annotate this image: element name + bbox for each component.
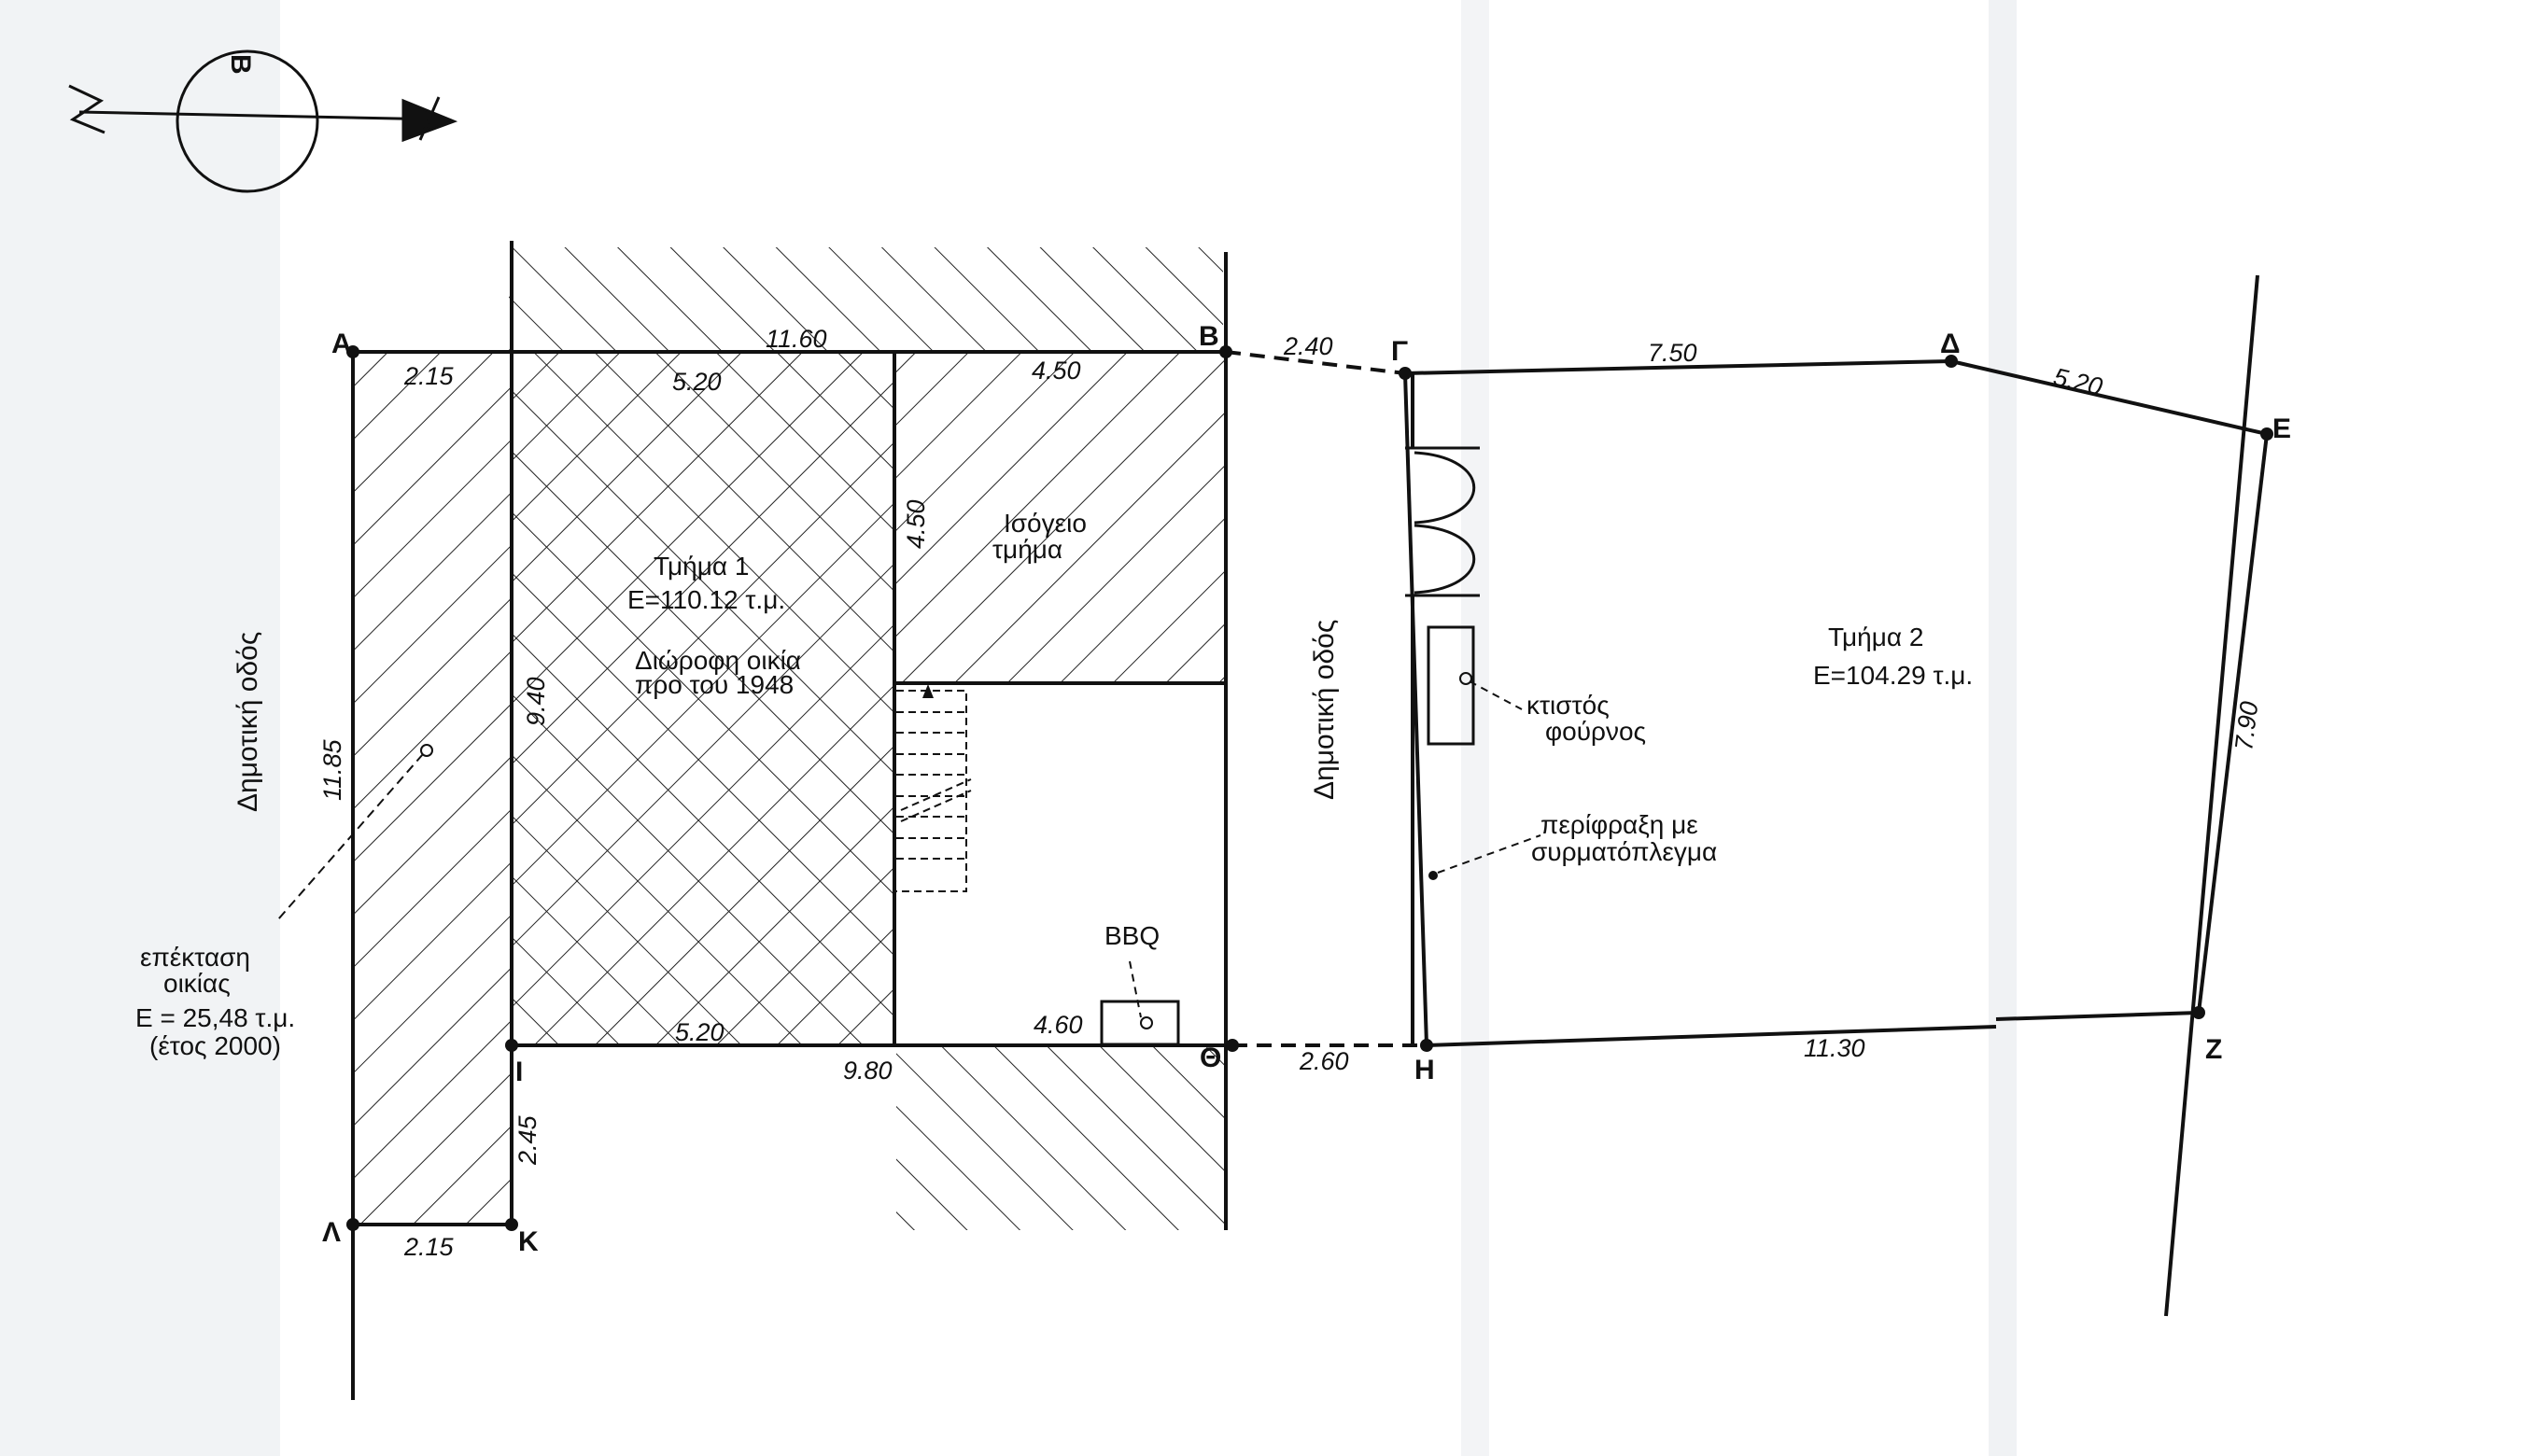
point-A: Α: [331, 329, 352, 359]
point-H: Η: [1414, 1055, 1435, 1085]
point-K: Κ: [518, 1226, 539, 1257]
oven-box: [1427, 625, 1475, 746]
house-area: [512, 352, 894, 1045]
extension-label-4: (έτος 2000): [149, 1031, 281, 1060]
point-I: Ι: [515, 1057, 523, 1087]
road-left-label: Δημοτική οδός: [232, 632, 263, 812]
dim-ab-total: 11.60: [766, 325, 827, 353]
point-B: Β: [1199, 321, 1219, 352]
dim-top-mid: 5.20: [672, 368, 722, 396]
point-D: Δ: [1940, 329, 1961, 359]
fence-label-1: περίφραξη με: [1540, 810, 1698, 839]
dim-de: 5.20: [2051, 363, 2105, 401]
stair-arrow-icon: [922, 684, 934, 698]
dim-top-right: 4.50: [1032, 357, 1081, 385]
corner-points: [346, 345, 2273, 1231]
point-L: Λ: [322, 1217, 341, 1248]
part1-desc: Διώροφη οικία: [635, 646, 801, 675]
gate: [1405, 446, 1480, 597]
road-middle-label: Δημοτική οδός: [1309, 620, 1340, 800]
extension-label-1: επέκταση: [140, 943, 250, 972]
ground-floor-area: [894, 352, 1226, 683]
bbq-label: BBQ: [1104, 921, 1160, 950]
point-TH: Θ: [1200, 1043, 1221, 1073]
dim-house-height: 9.40: [522, 677, 550, 726]
oven-label-2: φούρνος: [1545, 717, 1646, 746]
extension-area: [353, 352, 512, 1225]
point-E: Ε: [2272, 413, 2291, 444]
paper-folds: [0, 0, 2017, 1456]
street-hatch-top: [509, 247, 1223, 352]
dim-ez: 7.90: [2230, 700, 2263, 752]
ground-sub: τμήμα: [992, 535, 1062, 564]
point-Z: Ζ: [2205, 1034, 2222, 1065]
part1-title: Τμήμα 1: [654, 552, 749, 581]
plot-outline: [351, 241, 2269, 1400]
staircase: [896, 690, 972, 892]
dim-bottom-mid: 5.20: [675, 1018, 724, 1046]
ground-title: Ισόγειο: [1004, 509, 1087, 538]
dim-ground-height: 4.50: [902, 499, 930, 549]
part2-title: Τμήμα 2: [1828, 623, 1923, 651]
dim-bbq-width: 4.60: [1034, 1011, 1083, 1039]
dim-bc: 2.40: [1283, 332, 1333, 360]
street-hatch-bottom: [896, 1045, 1228, 1230]
dim-ik: 2.45: [513, 1114, 542, 1166]
dim-al-total: 11.85: [318, 738, 346, 801]
extension-label-2: οικίας: [163, 969, 231, 998]
oven-label-1: κτιστός: [1526, 691, 1610, 720]
part2-area: Ε=104.29 τ.μ.: [1813, 661, 1973, 690]
fence-label-2: συρματόπλεγμα: [1531, 837, 1717, 866]
north-letter: Β: [225, 54, 256, 75]
dim-hz: 11.30: [1804, 1034, 1865, 1062]
extension-label-3: Ε = 25,48 τ.μ.: [135, 1003, 295, 1032]
part1-year: προ του 1948: [635, 670, 794, 699]
dim-a-left: 2.15: [403, 362, 455, 390]
dim-kl: 2.15: [403, 1233, 455, 1261]
dim-bottom-total: 9.80: [843, 1057, 893, 1085]
part1-area: Ε=110.12 τ.μ.: [627, 585, 785, 614]
dim-thh: 2.60: [1299, 1047, 1349, 1075]
point-C: Γ: [1391, 336, 1408, 367]
north-arrow-icon: [68, 49, 458, 193]
dim-cd: 7.50: [1648, 339, 1697, 367]
